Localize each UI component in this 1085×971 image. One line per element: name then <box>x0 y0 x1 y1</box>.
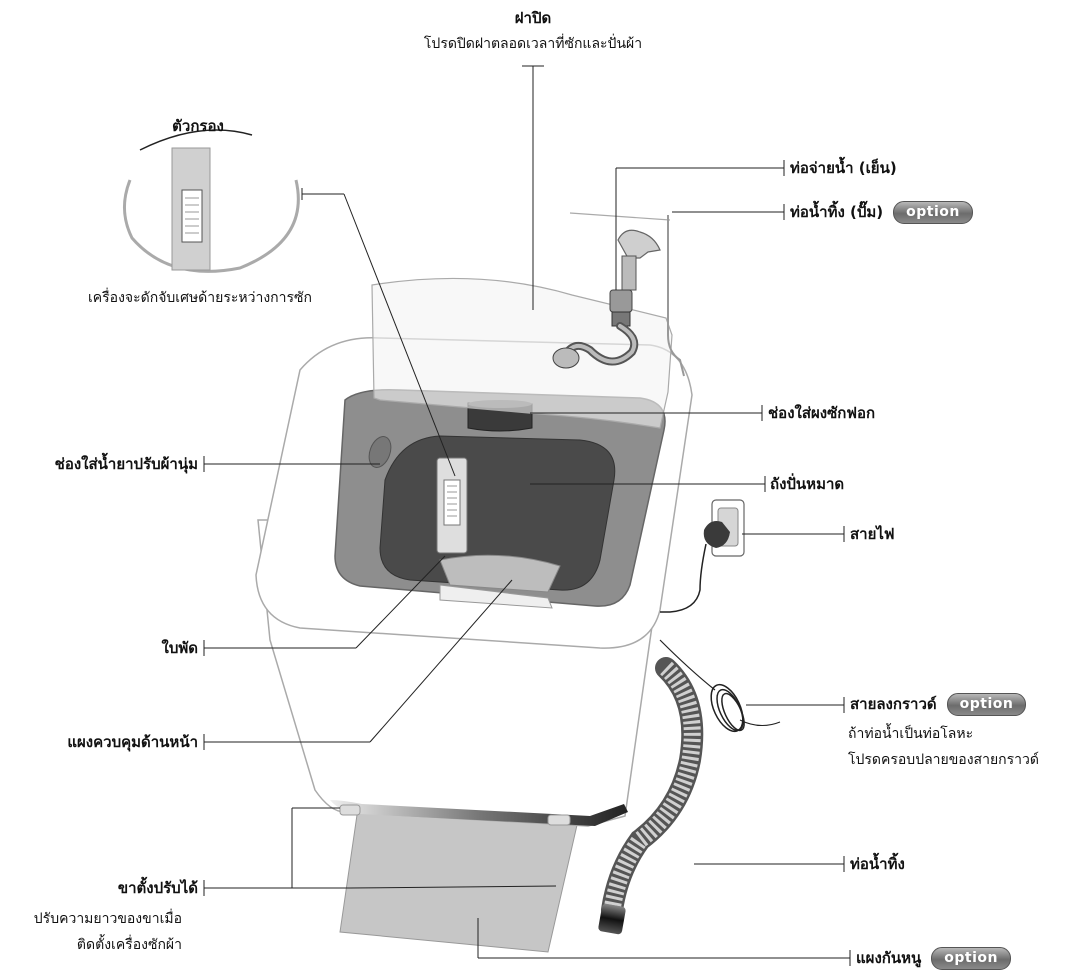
drain-hose-cap <box>598 903 626 935</box>
water-supply-hose-label: ท่อจ่ายน้ำ (เย็น) <box>790 158 897 178</box>
drain-hose-label: ท่อน้ำทิ้ง <box>850 854 905 874</box>
adjustable-feet-desc-2: ติดตั้งเครื่องซักผ้า <box>10 935 182 955</box>
rat-cover-plate <box>340 808 580 952</box>
drain-hose-pump-label: ท่อน้ำทิ้ง (ปั๊ม) option <box>790 201 973 224</box>
rat-cover-title: แผงกันหนู <box>856 949 921 967</box>
filter-title: ตัวกรอง <box>148 116 248 136</box>
adjustable-foot-right <box>548 815 570 825</box>
rat-cover-label: แผงกันหนู option <box>856 947 1011 970</box>
ground-wire-label: สายลงกราวด์ option <box>850 693 1026 716</box>
lid-description: โปรดปิดฝาตลอดเวลาที่ซักและปั่นผ้า <box>383 34 683 54</box>
ground-wire-title: สายลงกราวด์ <box>850 695 937 713</box>
detergent-dispenser-label: ช่องใส่ผงซักฟอก <box>768 403 875 423</box>
filter-description: เครื่องจะดักจับเศษด้ายระหว่างการซัก <box>50 288 350 308</box>
option-badge: option <box>893 201 973 224</box>
option-badge: option <box>931 947 1011 970</box>
power-cord-label: สายไฟ <box>850 524 895 544</box>
filter-detail-circle <box>124 180 298 271</box>
option-badge: option <box>947 693 1027 716</box>
adjustable-foot-left <box>340 805 360 815</box>
spin-basket-label: ถังปั่นหมาด <box>770 474 844 494</box>
ground-wire-desc-1: ถ้าท่อน้ำเป็นท่อโลหะ <box>848 724 973 744</box>
control-panel-label: แผงควบคุมด้านหน้า <box>10 732 198 752</box>
drain-hose-pump-title: ท่อน้ำทิ้ง (ปั๊ม) <box>790 203 883 221</box>
lid-title: ฝาปิด <box>483 8 583 28</box>
ground-wire-coil <box>705 680 750 736</box>
pulsator-label: ใบพัด <box>10 638 198 658</box>
water-tap <box>618 230 660 258</box>
softener-dispenser-label: ช่องใส่น้ำยาปรับผ้านุ่ม <box>10 454 198 474</box>
adjustable-feet-desc-1: ปรับความยาวของขาเมื่อ <box>10 909 182 929</box>
adjustable-feet-label: ขาตั้งปรับได้ <box>10 878 198 898</box>
ground-wire-desc-2: โปรดครอบปลายของสายกราวด์ <box>848 750 1039 770</box>
